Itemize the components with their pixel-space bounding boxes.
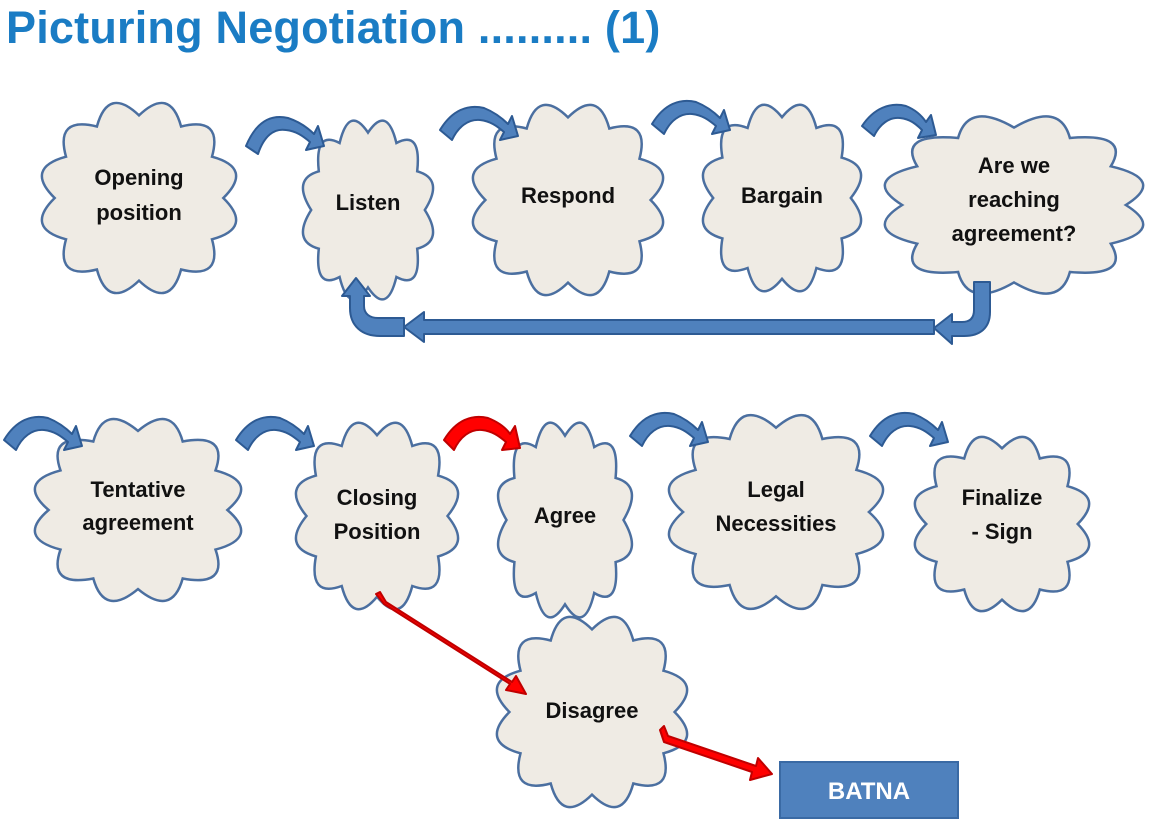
cloud-label: Respond bbox=[521, 183, 615, 208]
cloud-label: Necessities bbox=[715, 511, 836, 536]
arrow-feedback-up-to-listen bbox=[341, 277, 405, 337]
cloud-label: Closing bbox=[337, 485, 418, 510]
cloud-label: agreement? bbox=[952, 221, 1077, 246]
cloud-label: - Sign bbox=[971, 519, 1032, 544]
arrow-bargain-to-reaching bbox=[861, 103, 937, 139]
cloud-disagree: Disagree bbox=[495, 615, 689, 809]
cloud-label: position bbox=[96, 200, 182, 225]
arrow-listen-to-respond bbox=[439, 105, 519, 141]
arrow-legal-to-finalize bbox=[869, 411, 949, 447]
cloud-label: Opening bbox=[94, 165, 183, 190]
arrow-respond-to-bargain bbox=[651, 99, 731, 135]
cloud-shape bbox=[471, 103, 665, 297]
arrow-into-tentative bbox=[3, 415, 83, 451]
cloud-label: Are we bbox=[978, 153, 1050, 178]
batna-label: BATNA bbox=[828, 778, 910, 805]
cloud-label: Agree bbox=[534, 503, 596, 528]
cloud-shape bbox=[301, 119, 435, 301]
arrow-agree-to-legal bbox=[629, 411, 709, 447]
cloud-reaching-agreement: Are we reaching agreement? bbox=[883, 115, 1145, 295]
cloud-respond: Respond bbox=[471, 103, 665, 297]
cloud-label: Legal bbox=[747, 477, 804, 502]
cloud-label: reaching bbox=[968, 187, 1060, 212]
cloud-shape bbox=[294, 421, 460, 611]
cloud-shape bbox=[496, 421, 634, 619]
cloud-shape bbox=[33, 417, 243, 603]
batna-box: BATNA bbox=[779, 761, 959, 819]
arrow-tentative-to-closing bbox=[235, 415, 315, 451]
cloud-bargain: Bargain bbox=[701, 103, 863, 293]
cloud-label: Listen bbox=[336, 190, 401, 215]
arrow-feedback-loop bbox=[933, 281, 991, 345]
cloud-tentative-agreement: Tentative agreement bbox=[33, 417, 243, 603]
cloud-shape bbox=[40, 101, 238, 295]
arrow-opening-to-listen bbox=[245, 116, 325, 155]
arrow-disagree-to-batna bbox=[659, 725, 773, 781]
cloud-opening-position: Opening position bbox=[40, 101, 238, 295]
cloud-shape bbox=[701, 103, 863, 293]
cloud-label: Tentative bbox=[91, 477, 186, 502]
cloud-shape bbox=[913, 435, 1091, 613]
arrow-closing-to-disagree bbox=[375, 591, 527, 695]
cloud-listen: Listen bbox=[301, 119, 435, 301]
cloud-label: agreement bbox=[82, 510, 194, 535]
flow-arrows-top bbox=[245, 99, 991, 345]
flow-arrows-bottom bbox=[3, 411, 949, 781]
cloud-agree: Agree bbox=[496, 421, 634, 619]
cloud-label: Position bbox=[334, 519, 421, 544]
cloud-finalize-sign: Finalize - Sign bbox=[913, 435, 1091, 613]
clouds-layer: Opening position Listen Respond Bargain Are w… bbox=[33, 101, 1145, 809]
page-title: Picturing Negotiation ......... (1) bbox=[6, 2, 661, 53]
cloud-shape bbox=[495, 615, 689, 809]
cloud-label: Disagree bbox=[546, 698, 639, 723]
cloud-label: Finalize bbox=[962, 485, 1043, 510]
arrow-closing-to-agree bbox=[443, 415, 521, 451]
cloud-shape bbox=[883, 115, 1145, 295]
arrow-feedback-return bbox=[403, 311, 935, 343]
cloud-label: Bargain bbox=[741, 183, 823, 208]
cloud-shape bbox=[667, 413, 885, 611]
